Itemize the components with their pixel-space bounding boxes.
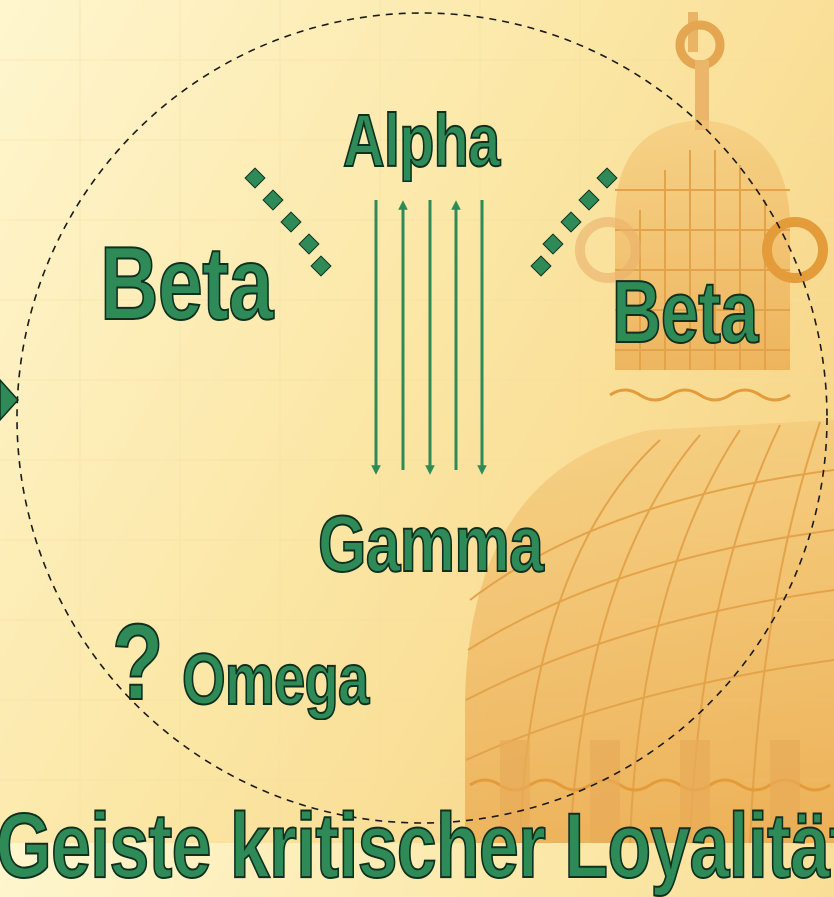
node-beta-right: Beta: [611, 262, 759, 361]
footer-caption: Geiste kritischer Loyalität: [0, 795, 834, 897]
background-dome-illustration: [0, 0, 834, 843]
right-dotted-connector: [530, 167, 618, 277]
dashed-circle: [16, 12, 828, 824]
node-beta-left: Beta: [99, 226, 274, 342]
node-alpha: Alpha: [342, 99, 501, 182]
node-omega: Omega: [181, 640, 370, 720]
diagram-graphics: [0, 12, 828, 824]
left-dotted-connector: [244, 167, 332, 277]
node-gamma: Gamma: [317, 499, 544, 588]
question-mark: ?: [111, 601, 164, 722]
left-edge-arrow-icon: [0, 378, 20, 422]
